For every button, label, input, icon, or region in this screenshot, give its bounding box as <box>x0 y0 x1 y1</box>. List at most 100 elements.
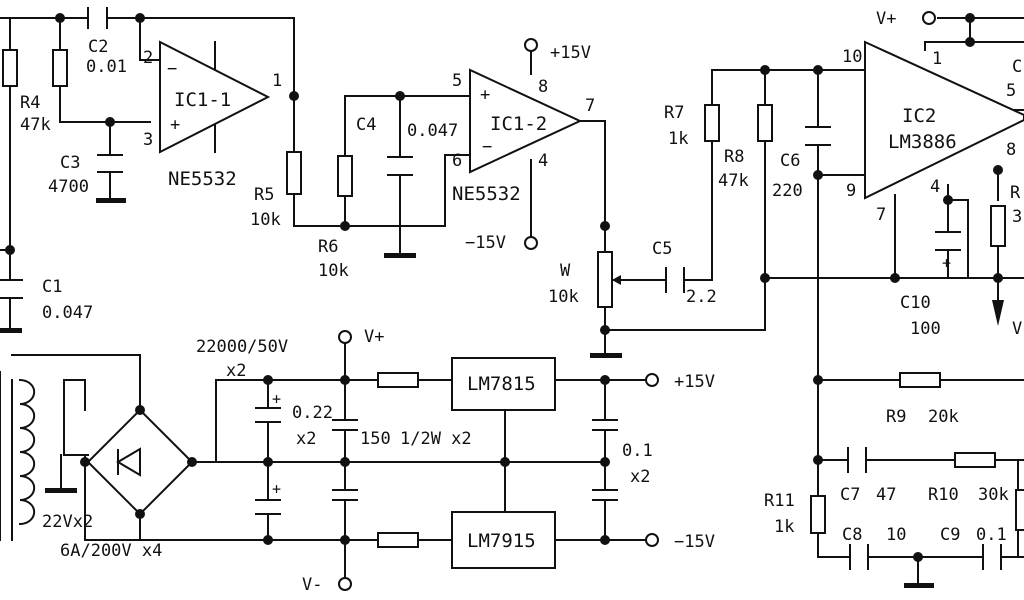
ic2-pin-4: 4 <box>930 177 940 197</box>
r10-body <box>954 452 996 468</box>
c9-value: 0.1 <box>976 525 1007 545</box>
reg-neg-label: LM7915 <box>467 530 536 552</box>
ic2-pin-7: 7 <box>876 205 886 225</box>
filter-caps-label: 22000/50V <box>196 337 288 357</box>
power-supply-labels: 22000/50V x2 0.22 x2 150 1/2W x2 0.1 x2 … <box>42 327 715 595</box>
r9-value: 20k <box>928 407 959 427</box>
r7-value: 1k <box>668 129 688 149</box>
grounds <box>0 198 1004 588</box>
preamp-labels: C2 0.01 R4 47k C3 4700 C1 0.047 R5 10k R… <box>20 37 591 323</box>
terminal-out-neg <box>645 533 659 547</box>
ic1-2-minus-sign: − <box>482 137 492 157</box>
terminal-ic1-vneg <box>524 236 538 250</box>
c10-plus: + <box>942 254 951 272</box>
c10-value: 100 <box>910 319 941 339</box>
ground-pot <box>590 353 622 358</box>
r-input-left <box>2 49 18 87</box>
c5-plates <box>665 267 685 293</box>
terminals <box>338 11 936 591</box>
c-out-neg-plates <box>592 489 618 501</box>
terminal-ic2-vpos <box>922 11 936 25</box>
junctions <box>5 13 1003 562</box>
c4-value: 0.047 <box>407 121 458 141</box>
c6-ref: C6 <box>780 151 800 171</box>
ic2-pin-9: 9 <box>846 181 856 201</box>
ground-transformer <box>45 488 77 493</box>
c-bypass-pos-plates <box>332 419 358 431</box>
c-filter-pos-plus: + <box>272 390 281 408</box>
reg-pos-body <box>451 357 556 411</box>
clip-arrow-icon <box>992 300 1004 326</box>
c1-plates <box>0 279 23 299</box>
ic1-2-pin-6: 6 <box>452 151 462 171</box>
ic1-2-pin-5: 5 <box>452 71 462 91</box>
volume-labels: W 10k C5 2.2 R7 1k R8 47k <box>548 103 749 307</box>
reg-pos-label: LM7815 <box>467 373 536 395</box>
pot-w-wiper-arrow <box>612 275 621 285</box>
r8-body <box>757 104 773 142</box>
ic2-label: IC2 <box>902 105 936 127</box>
c8-ref: C8 <box>842 525 862 545</box>
ic1-1-label: IC1-1 <box>174 89 231 111</box>
r4-value: 47k <box>20 115 51 135</box>
ic1-2-pin-4: 4 <box>538 151 548 171</box>
v-minus-label: V- <box>302 575 322 595</box>
r10-ref: R10 <box>928 485 959 505</box>
r4-body <box>52 49 68 87</box>
c1-ref: C1 <box>42 277 62 297</box>
r8-ref: R8 <box>724 147 744 167</box>
ic1-2-label: IC1-2 <box>490 113 547 135</box>
r11-body <box>810 495 826 534</box>
supply-pos-label: +15V <box>550 43 591 63</box>
bypass-caps-label: 0.22 <box>292 403 333 423</box>
filter-caps-qty: x2 <box>226 361 246 381</box>
ic2-pin-5: 5 <box>1006 81 1016 101</box>
bridge-label: 6A/200V x4 <box>60 541 162 561</box>
clip-r-value: 3 <box>1012 207 1022 227</box>
c-out-pos-plates <box>592 419 618 431</box>
r7-body <box>704 104 720 142</box>
c9-plates <box>982 544 1002 570</box>
out-neg-label: −15V <box>674 532 715 552</box>
c5-value: 2.2 <box>686 287 717 307</box>
c-filter-neg-plates <box>255 499 281 515</box>
c4-ref: C4 <box>356 115 376 135</box>
capacitors: + + + <box>0 7 1002 570</box>
r5-ref: R5 <box>254 185 274 205</box>
bypass-caps-qty: x2 <box>296 429 316 449</box>
c-bypass-neg-plates <box>332 489 358 501</box>
c6-value: 220 <box>772 181 803 201</box>
c7-plates <box>847 447 867 473</box>
c1-value: 0.047 <box>42 303 93 323</box>
r11-value: 1k <box>774 517 794 537</box>
ground-c1 <box>0 328 22 333</box>
clip-r-ref: R <box>1010 183 1021 203</box>
clip-v-label: V <box>1012 319 1022 339</box>
ic2-part: LM3886 <box>888 131 957 153</box>
ic1-2-part: NE5532 <box>452 183 521 205</box>
c3-value: 4700 <box>48 177 89 197</box>
r5-value: 10k <box>250 210 281 230</box>
resistor-rating-label: 1/2W x2 <box>400 429 472 449</box>
r4-ref: R4 <box>20 93 40 113</box>
pot-w-value: 10k <box>548 287 579 307</box>
resistor-value-label: 150 <box>360 429 391 449</box>
ic1-2-opamp: + − IC1-2 5 6 8 4 7 NE5532 <box>452 68 595 205</box>
c7-ref: C7 <box>840 485 860 505</box>
ic2-pin-8: 8 <box>1006 140 1016 160</box>
terminal-v-plus <box>338 330 352 344</box>
transformer <box>0 371 36 541</box>
c6-plates <box>805 126 831 146</box>
c-filter-pos-plates <box>255 407 281 423</box>
ground-c3 <box>96 198 126 203</box>
ic1-2-pin-8: 8 <box>538 77 548 97</box>
r6-body <box>337 155 353 197</box>
ic1-1-pin-2: 2 <box>143 48 153 68</box>
out-pos-label: +15V <box>674 372 715 392</box>
ground-feedback <box>904 583 934 588</box>
ic1-2-plus-sign: + <box>480 85 490 105</box>
ic1-1-pin-1: 1 <box>272 71 282 91</box>
r-clip-body <box>990 205 1006 247</box>
c7-value: 47 <box>876 485 896 505</box>
